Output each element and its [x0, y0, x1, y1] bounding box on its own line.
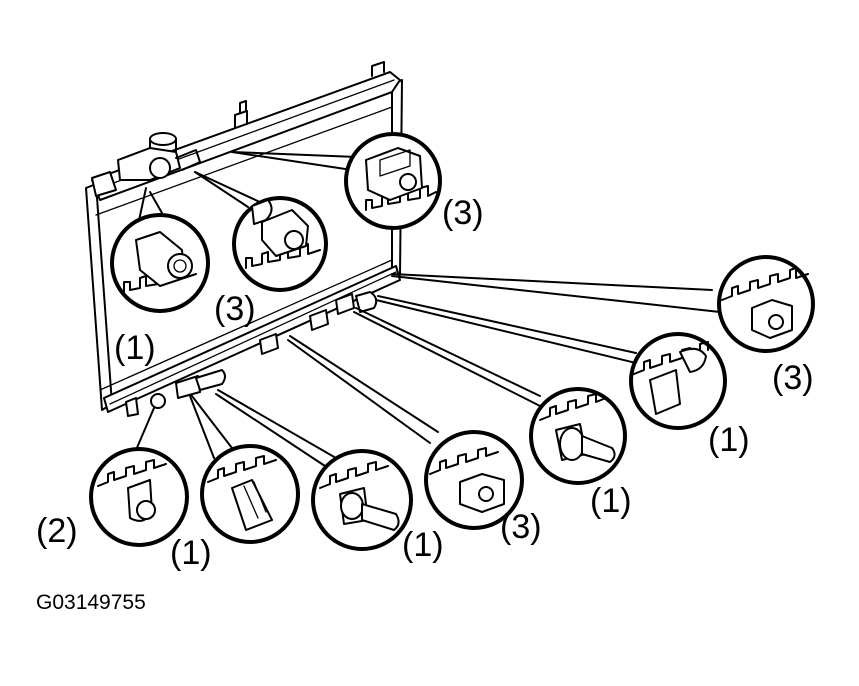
- label-right-pipe-clamp: (1): [590, 482, 632, 520]
- label-center-bracket: (3): [500, 508, 542, 546]
- detail-bubble-left-wedge: [200, 444, 300, 544]
- detail-bubble-bottom-left: [89, 447, 189, 547]
- label-left-wedge-clamp: (1): [170, 534, 212, 572]
- label-top-center-bracket: (3): [214, 290, 256, 328]
- leader-lines: [135, 151, 721, 469]
- figure-code: G03149755: [36, 591, 146, 614]
- detail-bubble-right: [629, 332, 727, 430]
- detail-bubble-top-left: [110, 213, 210, 313]
- detail-bubble-top-right: [344, 132, 442, 230]
- label-center-pipe-clamp: (1): [402, 526, 444, 564]
- label-right-clamp: (1): [708, 421, 750, 459]
- detail-bubble-top-center: [232, 196, 328, 292]
- callout-labels: (1) (3) (3) (3) (1) (1) (3) (1) (1) (2): [36, 194, 814, 572]
- label-top-right-bracket: (3): [442, 194, 484, 232]
- detail-bubble-right-pipe: [529, 387, 627, 485]
- detail-bubble-center-pipe: [311, 449, 413, 551]
- detail-bubble-center: [424, 430, 524, 530]
- label-top-left-clamp: (1): [114, 329, 156, 367]
- label-far-right-bracket: (3): [772, 359, 814, 397]
- label-bottom-left-hook: (2): [36, 512, 78, 550]
- detail-bubble-far-right: [717, 255, 815, 353]
